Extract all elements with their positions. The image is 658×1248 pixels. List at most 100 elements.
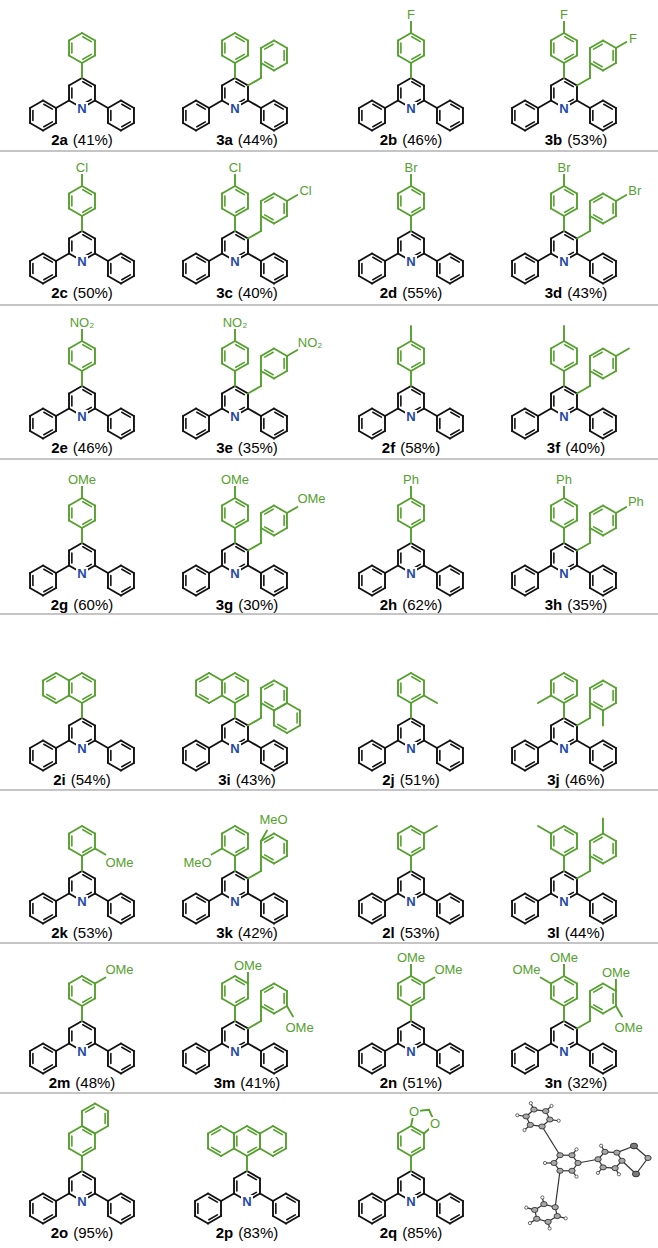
bond-line [56, 1044, 69, 1052]
bond-line [565, 190, 574, 195]
bond-line [56, 254, 69, 262]
bond-line [373, 122, 382, 127]
bond-line [247, 834, 249, 849]
bond-line [514, 1054, 516, 1064]
bond-line [439, 576, 441, 586]
bond-line [553, 88, 555, 98]
bond-line [577, 386, 590, 394]
bond-line [209, 254, 222, 262]
bond-line [68, 1179, 70, 1194]
bond-line [44, 744, 53, 749]
bond-line [208, 416, 210, 431]
bond-line [384, 108, 386, 123]
bond-line [590, 101, 603, 109]
bond-line [604, 569, 613, 574]
bond-line [604, 587, 613, 592]
bond-line [81, 528, 83, 543]
nitrogen-atom: N [405, 567, 416, 580]
bond-line [437, 588, 450, 596]
bond-line [94, 1134, 96, 1149]
bond-line [286, 48, 288, 63]
bond-line [398, 673, 411, 681]
bond-line [565, 980, 574, 985]
bond-line [563, 21, 565, 33]
bond-line [398, 78, 411, 86]
crystal-atom [531, 1107, 537, 1112]
bond-line [222, 341, 235, 349]
bond-line [94, 879, 96, 894]
bond-line [565, 830, 574, 835]
bond-line [55, 261, 57, 276]
bond-line [30, 123, 43, 131]
bond-line [183, 1066, 196, 1074]
bond-line [462, 261, 464, 276]
bond-line [110, 264, 112, 274]
bond-line [423, 681, 425, 696]
bond-line [286, 513, 288, 528]
bond-line [183, 431, 196, 439]
bond-line [512, 566, 525, 574]
substituent-label: NO₂ [297, 336, 324, 349]
compound-number: 3i [218, 772, 231, 789]
bond-line [183, 588, 196, 596]
bond-line [81, 174, 83, 186]
substituent-label: OMe [511, 963, 541, 976]
bond-line [410, 1006, 412, 1021]
bond-line [55, 108, 57, 123]
bond-line [221, 349, 223, 364]
bond-line [373, 569, 382, 574]
bond-line [359, 741, 372, 749]
bond-line [553, 396, 555, 406]
bond-line [273, 1194, 286, 1202]
bond-line [261, 276, 274, 284]
bond-line [275, 122, 284, 127]
bond-line [551, 718, 564, 726]
bond-line [263, 576, 265, 586]
bond-line [247, 394, 249, 409]
compound-label: 3m(41%) [214, 1075, 281, 1092]
compound-number: 3h [545, 597, 563, 614]
crystal-atom [534, 1216, 540, 1221]
bond-line [274, 63, 287, 71]
bond-line [236, 980, 245, 985]
bond-line [68, 726, 70, 741]
nitrogen-atom: N [229, 895, 240, 908]
bond-line [197, 569, 206, 574]
bond-line [594, 987, 603, 992]
compound-number: 3n [545, 1075, 563, 1092]
compound-label: 3a(44%) [216, 132, 278, 149]
bond-line [412, 847, 421, 852]
bond-line [359, 123, 372, 131]
bond-line [286, 261, 288, 276]
bond-line [44, 1047, 53, 1052]
bond-line [248, 1044, 261, 1052]
bond-line [224, 88, 226, 98]
bond-line [423, 194, 425, 209]
bond-line [398, 341, 411, 349]
bond-line [69, 498, 82, 506]
bond-line [81, 329, 83, 341]
bond-line [576, 984, 578, 999]
bond-line [437, 101, 450, 109]
bond-line [400, 1136, 402, 1146]
bond-line [247, 506, 249, 521]
bond-line [436, 901, 438, 916]
bond-line [261, 1066, 274, 1074]
bond-line [565, 37, 574, 42]
bond-line [400, 351, 402, 361]
compound-number: 3d [545, 285, 563, 302]
bond-line [526, 744, 535, 749]
substituent-label: OMe [284, 1021, 314, 1034]
bond-line [359, 588, 372, 596]
bond-line [551, 364, 564, 372]
compound-label: 2c(50%) [51, 285, 113, 302]
bond-line [400, 836, 402, 846]
bond-line [83, 190, 92, 195]
bond-line [261, 588, 274, 596]
bond-line [437, 431, 450, 439]
bond-line [565, 235, 574, 240]
bond-line [236, 1136, 238, 1146]
bond-line [563, 856, 565, 871]
bond-line [133, 261, 135, 276]
bond-line [603, 194, 616, 202]
